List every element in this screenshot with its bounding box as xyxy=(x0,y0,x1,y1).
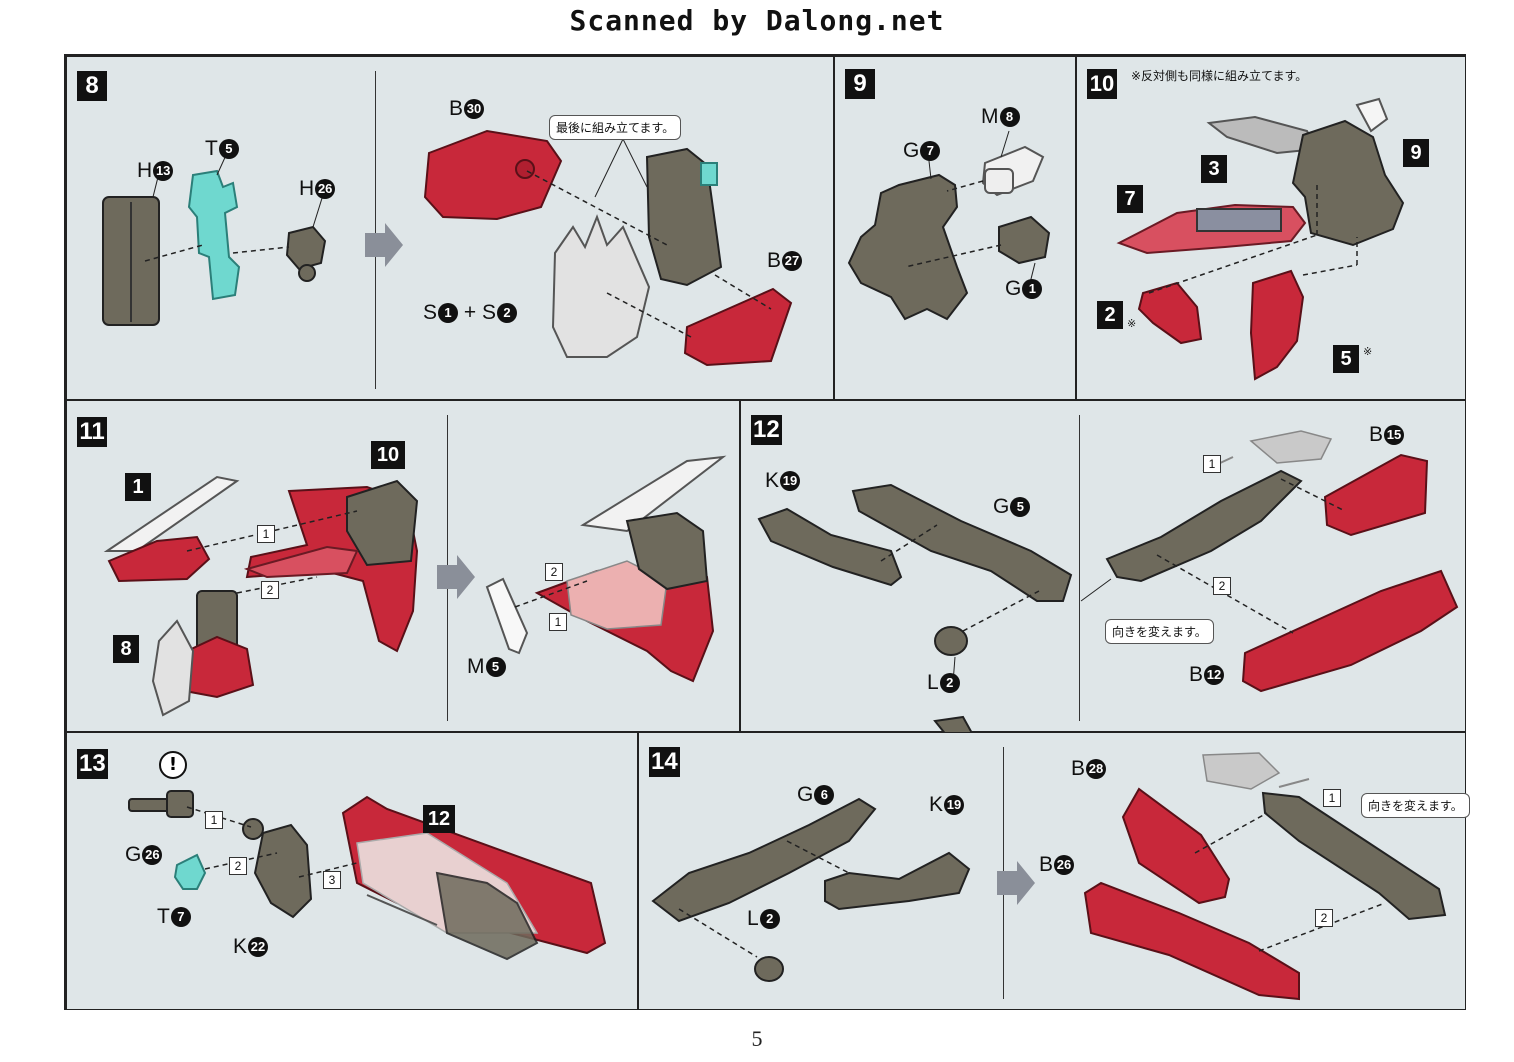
step-12-divider xyxy=(1079,415,1080,721)
ref-step-7: 7 xyxy=(1117,185,1143,213)
step-14-drawing xyxy=(651,752,1447,1001)
ref-step-5: 5 xyxy=(1333,345,1359,373)
seq-marker-2: 2 xyxy=(229,857,247,875)
step-10-number: 10 xyxy=(1087,69,1117,99)
seq-marker-2: 2 xyxy=(261,581,279,599)
step-13-number: 13 xyxy=(77,749,108,779)
step-11-number: 11 xyxy=(77,417,107,447)
step-10-mark-5: ※ xyxy=(1363,345,1373,358)
step-10-note: ※反対側も同様に組み立てます。 xyxy=(1131,69,1308,83)
step-9-drawing xyxy=(847,130,1051,321)
ref-step-2: 2 xyxy=(1097,301,1123,329)
step-12-number: 12 xyxy=(751,415,782,445)
ref-step-8: 8 xyxy=(113,635,139,663)
step-8-drawing xyxy=(102,129,793,367)
page-number: 5 xyxy=(751,1026,763,1051)
seq-marker-1: 1 xyxy=(1203,455,1221,473)
ref-step-9: 9 xyxy=(1403,139,1429,167)
seq-marker-2: 2 xyxy=(1213,577,1231,595)
step-8-divider xyxy=(375,71,376,389)
ref-step-12: 12 xyxy=(423,805,455,833)
step-11-drawing xyxy=(103,455,727,717)
seq-marker-1: 1 xyxy=(205,811,223,829)
seq-marker-2: 2 xyxy=(1315,909,1333,927)
step-14-number: 14 xyxy=(649,747,680,777)
step-13-drawing xyxy=(128,790,607,961)
step-10-drawing xyxy=(1116,97,1405,381)
seq-marker-1b: 1 xyxy=(549,613,567,631)
seq-marker-1: 1 xyxy=(1323,789,1341,807)
scan-watermark: Scanned by Dalong.net xyxy=(569,4,945,37)
ref-step-1: 1 xyxy=(125,473,151,501)
ref-step-3: 3 xyxy=(1201,155,1227,183)
seq-marker-2b: 2 xyxy=(545,563,563,581)
step-12-callout: 向きを変えます。 xyxy=(1105,619,1214,644)
step-8-number: 8 xyxy=(77,71,107,101)
step-14-callout: 向きを変えます。 xyxy=(1361,793,1470,818)
step-10-panel: 10 ※反対側も同様に組み立てます。 3 9 7 2 ※ 5 ※ xyxy=(1076,56,1466,400)
seq-marker-1: 1 xyxy=(257,525,275,543)
seq-marker-3: 3 xyxy=(323,871,341,889)
step-10-mark-2: ※ xyxy=(1127,317,1137,330)
step-12-drawing xyxy=(757,430,1459,733)
instruction-sheet: 8 xyxy=(64,54,1470,1010)
step-8-panel: 8 xyxy=(66,56,834,400)
step-8-callout: 最後に組み立てます。 xyxy=(549,115,682,140)
step-9-number: 9 xyxy=(845,69,875,99)
caution-icon: ! xyxy=(159,751,187,779)
ref-step-10: 10 xyxy=(371,441,405,469)
